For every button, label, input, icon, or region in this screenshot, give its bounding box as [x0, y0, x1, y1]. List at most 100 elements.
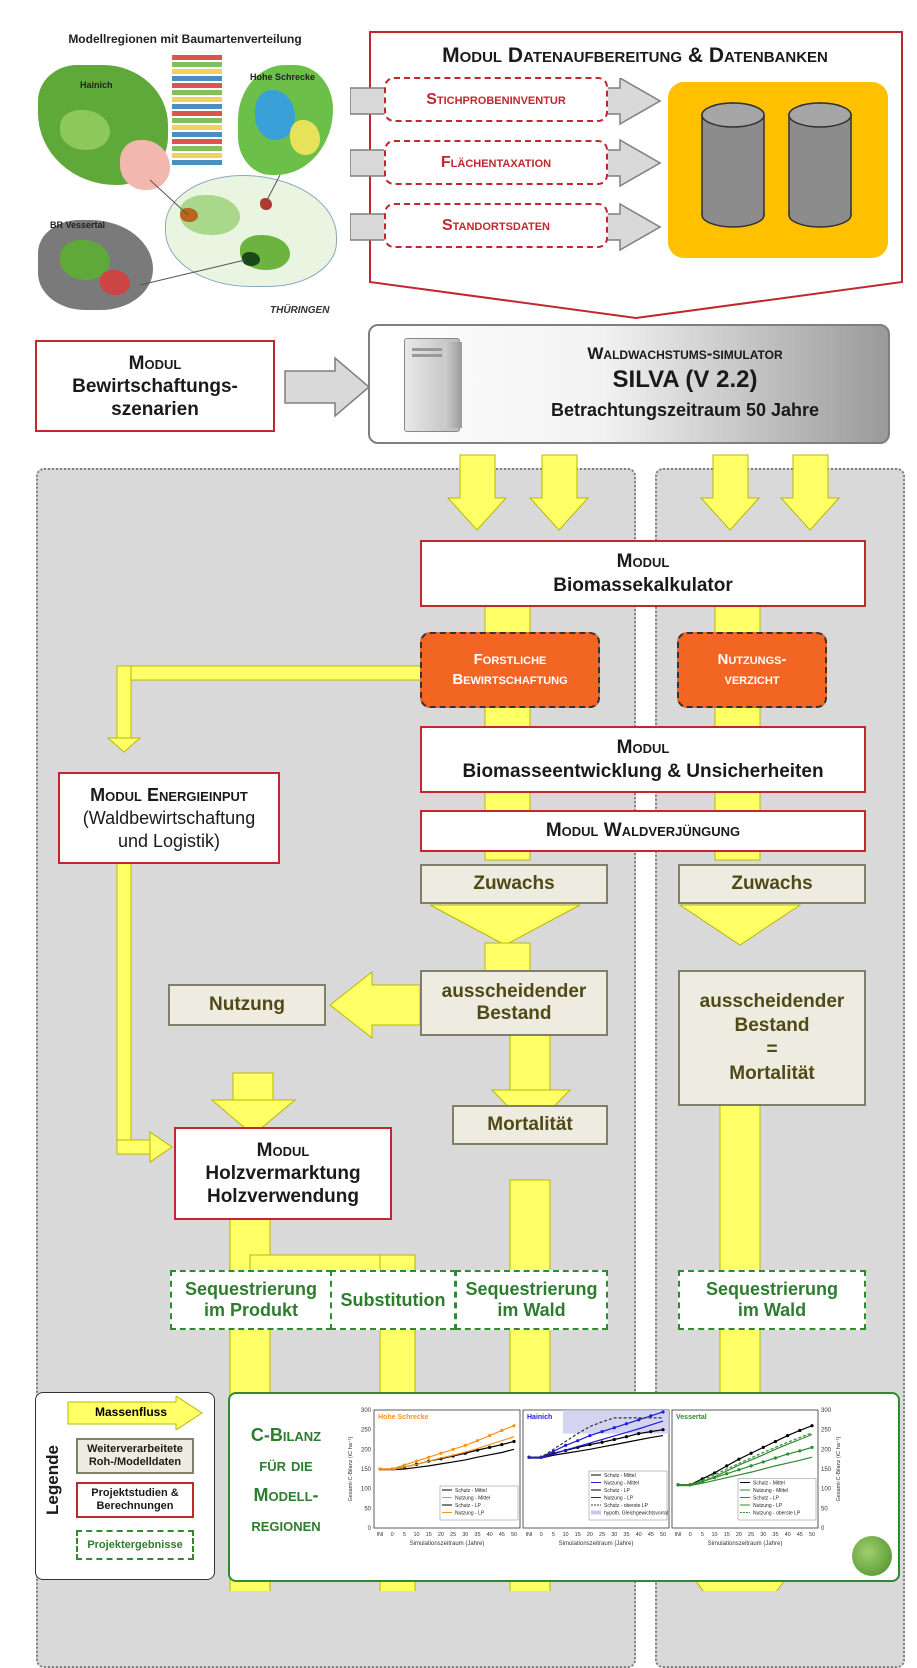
- data-point: [786, 1433, 790, 1438]
- x-tick-label: INI: [525, 1532, 533, 1538]
- legend-entry: Nutzung - LP: [604, 1496, 634, 1502]
- data-point: [712, 1471, 717, 1475]
- series-line: [529, 1434, 664, 1459]
- data-point: [512, 1439, 516, 1444]
- biomasse-line1: Modul: [616, 550, 670, 572]
- seq-wald-line1: Sequestrierung: [465, 1279, 598, 1299]
- c-bilanz-line3: Modell-: [253, 1485, 319, 1505]
- y-tick-label: 300: [821, 1408, 832, 1414]
- c-bilanz-line4: regionen: [251, 1515, 321, 1535]
- x-tick-label: 45: [797, 1532, 803, 1538]
- data-point: [661, 1428, 665, 1432]
- daten-item-flaechentaxation: Flächentaxation: [384, 140, 608, 185]
- x-tick-label: 35: [772, 1532, 778, 1538]
- silva-line1: Waldwachstums-simulator: [587, 344, 783, 363]
- data-point: [798, 1428, 802, 1433]
- ausscheidend-left-line1: ausscheidender: [441, 981, 587, 1002]
- legend-entry: Schutz - Mittel: [753, 1481, 785, 1487]
- equilibrium-band: [563, 1410, 669, 1434]
- data-point: [725, 1464, 729, 1468]
- data-point: [475, 1439, 480, 1443]
- legend-weiterverarbeitete: Weiterverarbeitete Roh-/Modelldaten: [76, 1438, 194, 1474]
- energieinput-module: Modul Energieinput (Waldbewirtschaftung …: [58, 772, 280, 864]
- legend-entry: Schutz - LP: [753, 1496, 780, 1502]
- y-axis-label: Gesamt-C-Bilanz (tC ha⁻¹): [348, 1436, 354, 1501]
- x-tick-label: 15: [426, 1532, 432, 1538]
- chart-title: Hohe Schrecke: [378, 1414, 429, 1421]
- x-tick-label: 20: [587, 1532, 593, 1538]
- chart-legend: [439, 1485, 519, 1521]
- data-point: [749, 1464, 753, 1468]
- data-point: [463, 1443, 467, 1447]
- label-hohe-schrecke: Hohe Schrecke: [250, 72, 316, 82]
- x-tick-label: 50: [660, 1532, 666, 1538]
- data-point: [624, 1435, 629, 1439]
- data-point: [402, 1463, 406, 1467]
- x-tick-label: 50: [511, 1532, 517, 1538]
- series-line: [380, 1436, 515, 1471]
- x-tick-label: 45: [499, 1532, 505, 1538]
- data-point: [600, 1430, 604, 1434]
- data-point: [500, 1428, 504, 1433]
- map-connectors: [139, 174, 281, 286]
- ausscheidend-right-line4: Mortalität: [729, 1063, 815, 1084]
- y-tick-label: 100: [821, 1487, 832, 1493]
- energie-line1: Modul Energieinput: [90, 784, 248, 805]
- nutzungsverzicht: Nutzungs- verzicht: [677, 632, 827, 708]
- x-tick-label: 40: [487, 1532, 493, 1538]
- waldverjuengung-module: Modul Waldverjüngung: [420, 810, 866, 852]
- energie-line2: (Waldbewirtschaftung: [82, 807, 256, 828]
- data-point: [661, 1410, 665, 1414]
- holz-line2: Holzvermarktung: [205, 1163, 361, 1184]
- series-line: [529, 1429, 664, 1458]
- c-bilanz-line1: C-Bilanz: [250, 1425, 322, 1445]
- chart-legend: [737, 1478, 817, 1521]
- series-line: [678, 1432, 813, 1486]
- y-tick-label: 200: [821, 1447, 832, 1453]
- chart-legend: [588, 1470, 668, 1521]
- x-tick-label: 30: [462, 1532, 468, 1538]
- seq-produkt-line2: im Produkt: [203, 1300, 298, 1320]
- data-point: [600, 1440, 604, 1444]
- x-tick-label: 0: [689, 1532, 692, 1538]
- map-region: Modellregionen mit Baumartenverteilung H…: [30, 20, 340, 320]
- x-tick-label: 5: [552, 1532, 555, 1538]
- data-point: [810, 1445, 814, 1449]
- daten-item-standortsdaten: Standortsdaten: [384, 203, 608, 248]
- energie-line3: und Logistik): [117, 830, 221, 851]
- data-point: [761, 1460, 765, 1464]
- legend-swatch: [591, 1510, 601, 1515]
- data-point: [427, 1455, 431, 1459]
- biomassekalkulator-module: Modul Biomassekalkulator: [420, 540, 866, 607]
- x-tick-label: 0: [391, 1532, 394, 1538]
- x-axis-label: Simulationszeitraum (Jahre): [410, 1541, 485, 1547]
- data-point: [576, 1439, 580, 1443]
- x-tick-label: 30: [760, 1532, 766, 1538]
- substitution: Substitution: [330, 1270, 456, 1330]
- x-tick-label: 50: [809, 1532, 815, 1538]
- data-point: [773, 1456, 778, 1460]
- x-tick-label: 45: [648, 1532, 654, 1538]
- data-point: [749, 1451, 753, 1455]
- y-tick-label: 150: [821, 1467, 832, 1473]
- forstliche-line2: Bewirtschaftung: [452, 671, 568, 688]
- series-line: [529, 1420, 664, 1459]
- legend-entry: Schutz - Mittel: [604, 1473, 636, 1479]
- data-point: [414, 1459, 419, 1463]
- legend-entry: Nutzung - oberste LP: [753, 1511, 801, 1517]
- x-tick-label: 25: [748, 1532, 754, 1538]
- silva-line3: Betrachtungszeitraum 50 Jahre: [550, 400, 820, 420]
- ausscheidend-right-line2: Bestand: [734, 1015, 810, 1036]
- seq-wald-line2: im Wald: [497, 1300, 566, 1320]
- x-tick-label: 10: [562, 1532, 568, 1538]
- ausscheidend-left-line2: Bestand: [476, 1003, 552, 1024]
- data-point: [500, 1443, 504, 1447]
- y-tick-label: 250: [361, 1428, 372, 1434]
- y-axis-label: Gesamt-C-Bilanz (tC ha⁻¹): [836, 1436, 842, 1501]
- bewirtschaftung-arrow: [284, 356, 371, 418]
- x-tick-label: 5: [403, 1532, 406, 1538]
- x-tick-label: 0: [540, 1532, 543, 1538]
- sequestrierung-wald-right: Sequestrierung im Wald: [678, 1270, 866, 1330]
- seq-produkt-line1: Sequestrierung: [184, 1279, 318, 1299]
